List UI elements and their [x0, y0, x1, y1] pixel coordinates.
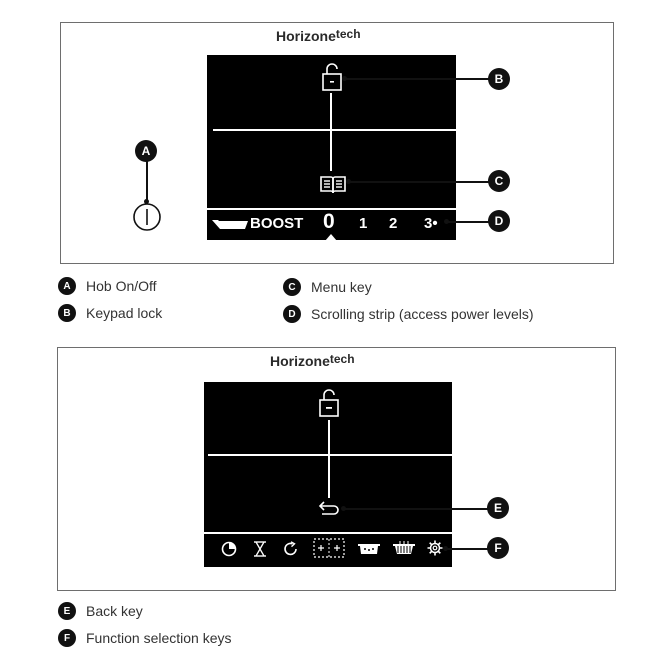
legend-letter: D — [283, 305, 301, 323]
strip-top-line — [204, 532, 452, 534]
grill-icon[interactable] — [393, 541, 415, 555]
callout-f: F — [487, 537, 509, 559]
power-level-2[interactable]: 2 — [389, 215, 398, 232]
callout-d: D — [488, 210, 510, 232]
callout-a: A — [135, 140, 157, 162]
callout-e-leader — [343, 508, 488, 510]
legend-item-d: D Scrolling strip (access power levels) — [283, 305, 534, 323]
touch-screen-bottom — [204, 382, 452, 567]
callout-f-leader — [445, 548, 488, 550]
legend-text: Function selection keys — [86, 630, 232, 646]
callout-a-tip — [144, 199, 149, 204]
power-level-1[interactable]: 1 — [359, 215, 368, 232]
screen-connector — [328, 420, 330, 498]
legend-item-c: C Menu key — [283, 278, 372, 296]
callout-c: C — [488, 170, 510, 192]
pie-timer-icon[interactable] — [221, 541, 237, 557]
selected-level-marker — [325, 234, 337, 241]
callout-e: E — [487, 497, 509, 519]
callout-b: B — [488, 68, 510, 90]
callout-b-leader — [344, 78, 489, 80]
boost-label[interactable]: BOOST — [250, 215, 304, 232]
screen-divider — [208, 454, 452, 456]
brand-logo-bottom: Horizonetech — [270, 352, 355, 369]
legend-text: Scrolling strip (access power levels) — [311, 306, 534, 322]
legend-item-f: F Function selection keys — [58, 629, 232, 647]
strip-top-line — [207, 208, 456, 210]
screen-connector — [330, 93, 332, 171]
legend-letter: F — [58, 629, 76, 647]
legend-text: Menu key — [311, 279, 372, 295]
touch-screen-top — [207, 55, 456, 240]
gear-icon[interactable] — [427, 540, 443, 556]
power-level-3[interactable]: 3• — [424, 215, 438, 232]
callout-d-leader — [446, 221, 489, 223]
padlock-icon[interactable] — [317, 388, 341, 418]
screen-divider — [213, 129, 456, 131]
zone-bridge-icon[interactable] — [313, 538, 345, 558]
legend-letter: E — [58, 602, 76, 620]
brand-logo-top: Horizonetech — [276, 27, 361, 44]
legend-text: Keypad lock — [86, 305, 163, 321]
refresh-icon[interactable] — [283, 541, 299, 557]
legend-item-b: B Keypad lock — [58, 304, 162, 322]
pan-icon — [212, 220, 248, 229]
legend-text: Hob On/Off — [86, 278, 157, 294]
padlock-icon[interactable] — [320, 62, 344, 92]
power-level-0[interactable]: 0 — [323, 210, 335, 233]
callout-a-leader — [146, 161, 148, 203]
legend-letter: B — [58, 304, 76, 322]
legend-item-e: E Back key — [58, 602, 143, 620]
legend-letter: A — [58, 277, 76, 295]
hourglass-icon[interactable] — [253, 541, 267, 557]
legend-text: Back key — [86, 603, 143, 619]
callout-c-leader — [348, 181, 489, 183]
legend-letter: C — [283, 278, 301, 296]
legend-item-a: A Hob On/Off — [58, 277, 157, 295]
back-arrow-icon[interactable] — [318, 500, 342, 516]
book-menu-icon[interactable] — [320, 175, 346, 195]
pot-icon[interactable] — [358, 543, 380, 555]
power-button-icon[interactable] — [132, 202, 162, 232]
